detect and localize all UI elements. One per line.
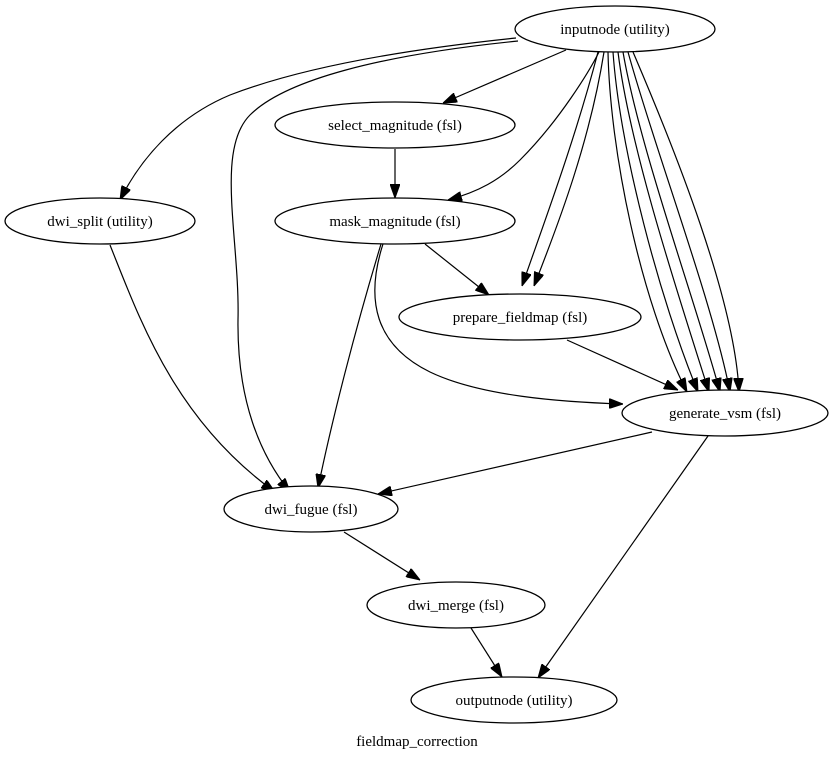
edge-generate-vsm-to-dwi-fugue xyxy=(378,431,653,494)
node-label: generate_vsm (fsl) xyxy=(669,406,781,422)
edge-inputnode-to-dwi-split xyxy=(120,37,517,200)
node-generate-vsm[interactable]: generate_vsm (fsl) xyxy=(621,389,829,437)
node-label: select_magnitude (fsl) xyxy=(328,118,462,134)
node-label: inputnode (utility) xyxy=(560,22,670,38)
node-label: mask_magnitude (fsl) xyxy=(329,214,460,230)
edge-inputnode-to-generate-vsm-1 xyxy=(607,51,687,392)
edge-mask-magnitude-to-generate-vsm xyxy=(374,243,623,404)
edge-generate-vsm-to-outputnode xyxy=(538,435,709,678)
node-label: outputnode (utility) xyxy=(455,693,572,709)
graph-caption: fieldmap_correction xyxy=(356,734,478,750)
node-label: dwi_split (utility) xyxy=(47,214,152,230)
edge-mask-magnitude-to-prepare-fieldmap xyxy=(424,243,489,295)
node-outputnode[interactable]: outputnode (utility) xyxy=(410,676,618,724)
edge-inputnode-to-generate-vsm-4 xyxy=(622,51,720,392)
edge-prepare-fieldmap-to-generate-vsm xyxy=(566,339,678,390)
node-label: dwi_merge (fsl) xyxy=(408,598,504,614)
edge-dwi-fugue-to-dwi-merge xyxy=(343,531,420,580)
edge-inputnode-to-prepare-fieldmap-1 xyxy=(522,51,599,286)
edge-inputnode-to-prepare-fieldmap-2 xyxy=(533,51,605,286)
edge-inputnode-to-generate-vsm-3 xyxy=(617,51,709,392)
node-prepare-fieldmap[interactable]: prepare_fieldmap (fsl) xyxy=(398,293,642,341)
node-label: dwi_fugue (fsl) xyxy=(265,502,358,518)
node-dwi-fugue[interactable]: dwi_fugue (fsl) xyxy=(223,485,399,533)
node-dwi-merge[interactable]: dwi_merge (fsl) xyxy=(366,581,546,629)
edge-inputnode-to-generate-vsm-6 xyxy=(632,51,739,392)
node-mask-magnitude[interactable]: mask_magnitude (fsl) xyxy=(274,197,516,245)
node-label: prepare_fieldmap (fsl) xyxy=(453,310,588,326)
edge-mask-magnitude-to-dwi-fugue xyxy=(318,243,382,488)
edge-dwi-merge-to-outputnode xyxy=(470,627,502,677)
edge-inputnode-to-generate-vsm-2 xyxy=(612,51,698,392)
node-inputnode[interactable]: inputnode (utility) xyxy=(514,5,716,53)
edge-inputnode-to-mask-magnitude xyxy=(448,51,600,200)
nodes: inputnode (utility) select_magnitude (fs… xyxy=(4,5,829,724)
edge-inputnode-to-select-magnitude xyxy=(443,49,567,103)
node-select-magnitude[interactable]: select_magnitude (fsl) xyxy=(274,101,516,149)
node-dwi-split[interactable]: dwi_split (utility) xyxy=(4,197,196,245)
edge-inputnode-to-dwi-fugue xyxy=(230,40,519,492)
edge-inputnode-to-generate-vsm-5 xyxy=(627,51,730,392)
edge-dwi-split-to-dwi-fugue xyxy=(109,244,275,492)
edges xyxy=(109,37,739,678)
